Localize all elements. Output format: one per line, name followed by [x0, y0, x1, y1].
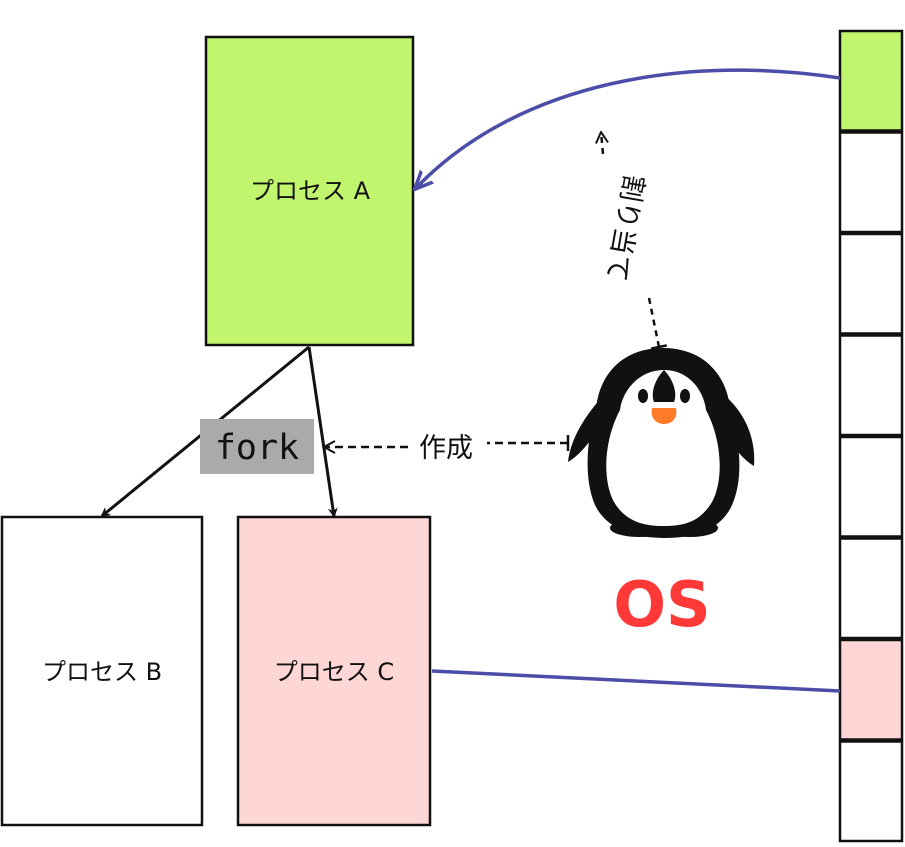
process-b-box [0, 515, 204, 827]
penguin-icon [568, 348, 755, 538]
memory-link-process-a [416, 68, 841, 188]
memory-slot [838, 232, 904, 335]
memory-link-process-c [431, 669, 841, 693]
memory-slot [838, 435, 904, 538]
process-a-box [204, 35, 415, 347]
assign-arrow-label: 割り当て [600, 172, 649, 284]
fork-arrow-to-c [307, 346, 338, 518]
process-c-label: プロセス C [274, 658, 394, 686]
fork-label: fork [215, 428, 299, 468]
assign-arrow-line-top [595, 131, 609, 155]
memory-slot [838, 334, 904, 437]
os-label: OS [613, 568, 710, 641]
memory-slot [838, 131, 904, 234]
memory-slot [838, 638, 904, 741]
memory-slot [838, 740, 904, 843]
process-b-label: プロセス B [42, 658, 162, 686]
fork-label-background [200, 419, 314, 474]
assign-arrow-line-bottom [647, 297, 668, 350]
memory-slot [838, 537, 904, 640]
memory-slot [838, 29, 904, 132]
process-a-label: プロセス A [250, 177, 371, 205]
assign-arrow: 割り当て [595, 131, 668, 350]
create-arrow-label: 作成 [419, 433, 473, 464]
memory-column [838, 29, 904, 843]
